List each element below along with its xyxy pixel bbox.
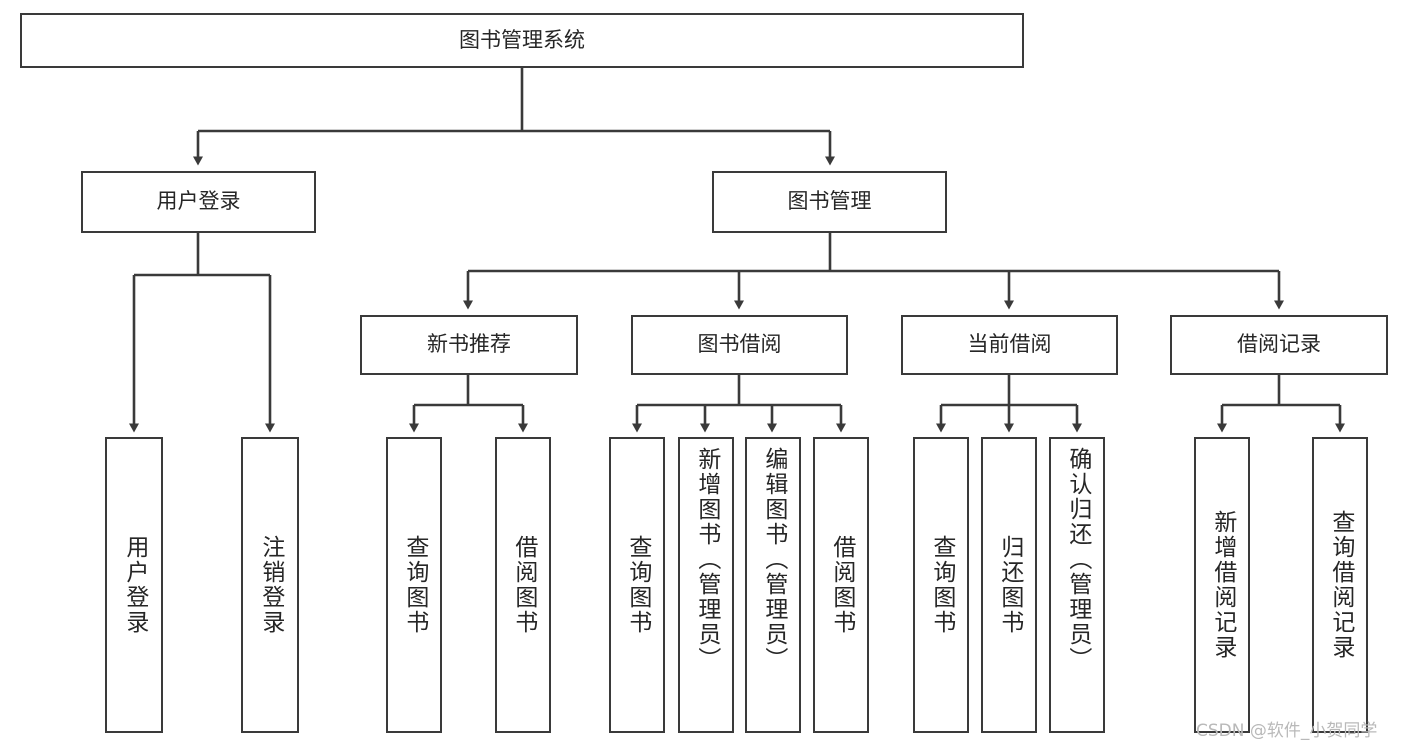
node-book-manage-label: 图书管理 bbox=[787, 189, 872, 214]
node-leaf-borrow-book-2-label: 借阅图书 bbox=[828, 535, 855, 635]
node-leaf-query-book-3-label: 查询图书 bbox=[928, 535, 955, 635]
node-borrow-record-label: 借阅记录 bbox=[1237, 332, 1321, 357]
node-leaf-return-book-label: 归还图书 bbox=[996, 535, 1023, 635]
node-root[interactable]: 图书管理系统 bbox=[20, 13, 1024, 68]
node-user-login[interactable]: 用户登录 bbox=[81, 171, 316, 233]
node-leaf-add-book[interactable]: 新增图书（管理员） bbox=[678, 437, 734, 733]
node-leaf-add-record-label: 新增借阅记录 bbox=[1209, 510, 1236, 660]
node-leaf-add-record[interactable]: 新增借阅记录 bbox=[1194, 437, 1250, 733]
node-new-book-recommend[interactable]: 新书推荐 bbox=[360, 315, 578, 375]
node-book-borrow[interactable]: 图书借阅 bbox=[631, 315, 848, 375]
node-current-borrow[interactable]: 当前借阅 bbox=[901, 315, 1118, 375]
node-leaf-add-book-label: 新增图书（管理员） bbox=[693, 447, 720, 672]
node-leaf-return-book[interactable]: 归还图书 bbox=[981, 437, 1037, 733]
node-leaf-borrow-book-1[interactable]: 借阅图书 bbox=[495, 437, 551, 733]
edge-group-book-manage bbox=[463, 233, 1284, 310]
node-leaf-query-book-1[interactable]: 查询图书 bbox=[386, 437, 442, 733]
edge-group-new-book-recommend bbox=[409, 375, 528, 433]
edge-group-user-login bbox=[129, 233, 275, 433]
node-root-label: 图书管理系统 bbox=[459, 27, 585, 52]
node-leaf-user-login[interactable]: 用户登录 bbox=[105, 437, 163, 733]
node-leaf-user-logout[interactable]: 注销登录 bbox=[241, 437, 299, 733]
node-borrow-record[interactable]: 借阅记录 bbox=[1170, 315, 1388, 375]
edge-group-borrow-record bbox=[1217, 375, 1345, 433]
node-leaf-confirm-return-label: 确认归还（管理员） bbox=[1064, 447, 1091, 672]
csdn-watermark: CSDN @软件_小贺同学 bbox=[1196, 721, 1378, 741]
edge-group-book-borrow bbox=[632, 375, 846, 433]
node-book-manage[interactable]: 图书管理 bbox=[712, 171, 947, 233]
node-leaf-borrow-book-1-label: 借阅图书 bbox=[510, 535, 537, 635]
node-leaf-user-login-label: 用户登录 bbox=[121, 535, 148, 635]
node-new-book-recommend-label: 新书推荐 bbox=[427, 332, 511, 357]
node-leaf-borrow-book-2[interactable]: 借阅图书 bbox=[813, 437, 869, 733]
node-leaf-edit-book-label: 编辑图书（管理员） bbox=[760, 447, 787, 672]
node-leaf-confirm-return[interactable]: 确认归还（管理员） bbox=[1049, 437, 1105, 733]
node-leaf-query-book-1-label: 查询图书 bbox=[401, 535, 428, 635]
node-user-login-label: 用户登录 bbox=[156, 189, 241, 214]
node-current-borrow-label: 当前借阅 bbox=[967, 332, 1052, 357]
node-leaf-query-record-label: 查询借阅记录 bbox=[1327, 510, 1354, 660]
edge-group-current-borrow bbox=[936, 375, 1082, 433]
node-leaf-query-record[interactable]: 查询借阅记录 bbox=[1312, 437, 1368, 733]
node-leaf-query-book-2[interactable]: 查询图书 bbox=[609, 437, 665, 733]
node-leaf-edit-book[interactable]: 编辑图书（管理员） bbox=[745, 437, 801, 733]
node-leaf-query-book-2-label: 查询图书 bbox=[624, 535, 651, 635]
edge-group-root bbox=[193, 68, 835, 166]
node-leaf-query-book-3[interactable]: 查询图书 bbox=[913, 437, 969, 733]
node-leaf-user-logout-label: 注销登录 bbox=[257, 535, 284, 635]
node-book-borrow-label: 图书借阅 bbox=[697, 332, 782, 357]
